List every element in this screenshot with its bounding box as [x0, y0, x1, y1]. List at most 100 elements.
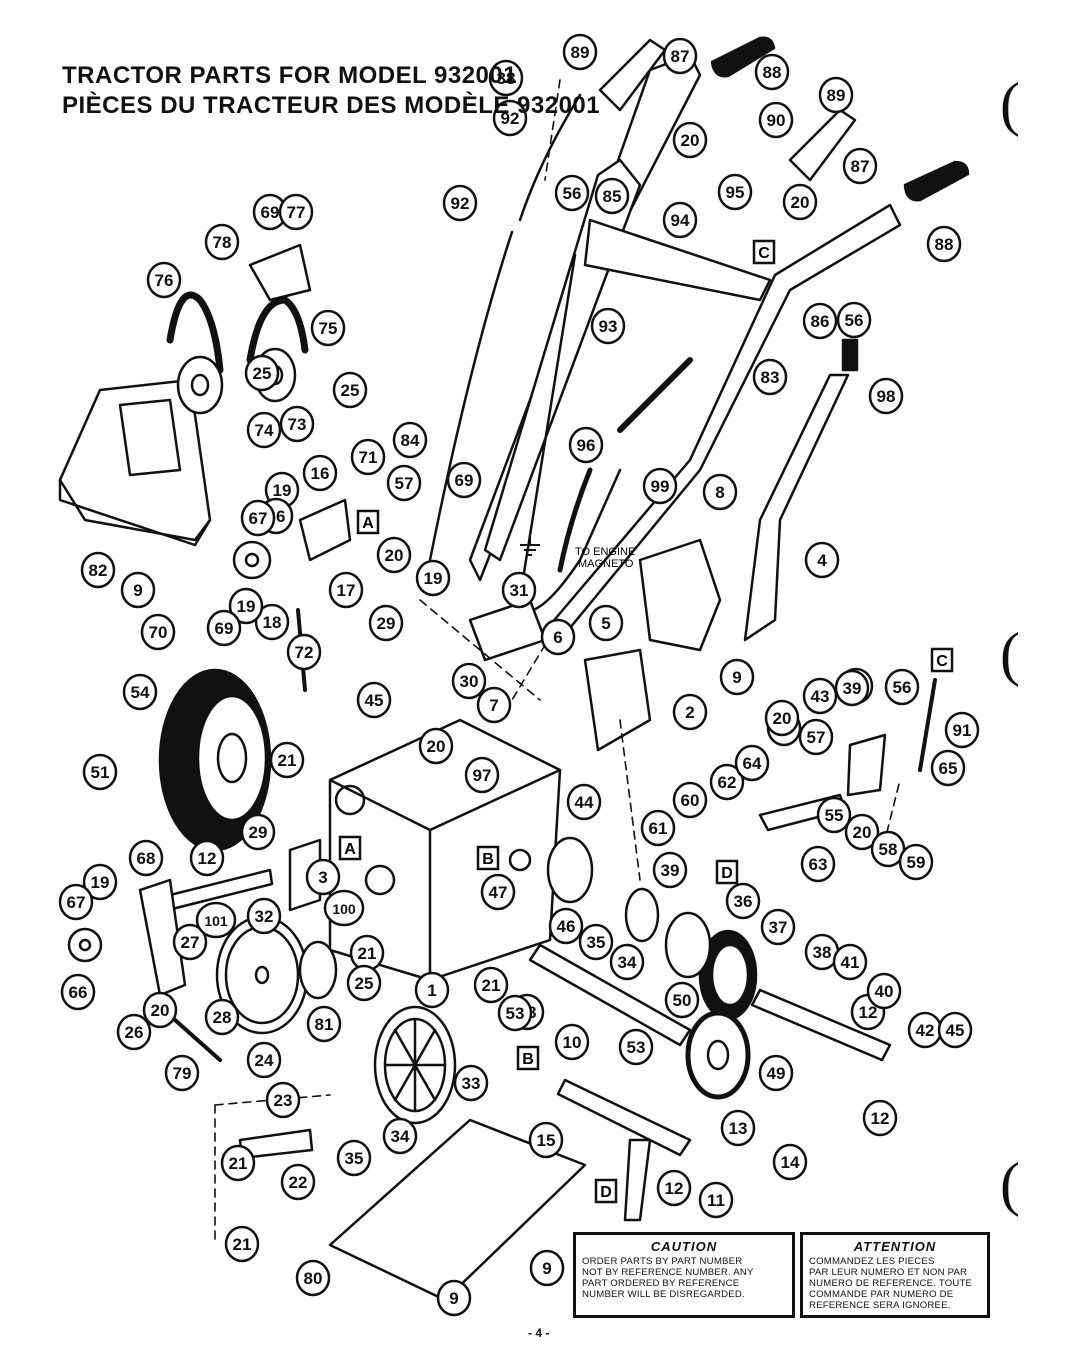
callout-label: 67 — [67, 893, 86, 912]
callout-label: 5 — [601, 614, 610, 633]
callout-label: 24 — [255, 1051, 274, 1070]
callout-circle — [80, 551, 116, 589]
callout-label: 101 — [204, 913, 228, 929]
callout-75: 75 — [310, 309, 346, 347]
callout-19: 19 — [415, 559, 451, 597]
callout-circle — [758, 101, 794, 139]
callout-label: 28 — [213, 1008, 232, 1027]
callout-circle — [82, 753, 118, 791]
callout-circle — [802, 302, 838, 340]
callout-11: 11 — [698, 1181, 734, 1219]
link-31 — [468, 598, 547, 662]
callout-28: 28 — [204, 998, 240, 1036]
bracket-55 — [846, 733, 887, 797]
callout-label: 10 — [563, 1033, 582, 1052]
section-letter-A: A — [338, 835, 362, 861]
callout-label: 35 — [587, 933, 606, 952]
section-letter-D: D — [715, 859, 739, 885]
section-letter-B: B — [476, 845, 500, 871]
callout-69: 69 — [206, 609, 242, 647]
callout-31: 31 — [501, 571, 537, 609]
cables — [428, 93, 693, 613]
callout-label: 27 — [181, 933, 200, 952]
callout-label: 47 — [489, 883, 508, 902]
callout-label: 44 — [575, 793, 594, 812]
callout-35: 35 — [336, 1139, 372, 1177]
callout-circle — [382, 1117, 418, 1155]
callout-97: 97 — [464, 756, 500, 794]
callout-label: 65 — [939, 759, 958, 778]
note-magneto: MAGNETO — [578, 558, 634, 570]
callout-64: 64 — [734, 744, 770, 782]
attention-heading: ATTENTION — [853, 1239, 937, 1254]
callout-label: 32 — [255, 907, 274, 926]
callout-label: 57 — [395, 474, 414, 493]
callout-circle — [590, 307, 626, 345]
callout-73: 73 — [279, 405, 315, 443]
callout-circle — [240, 813, 276, 851]
callout-circle — [306, 1005, 342, 1043]
callout-circle — [376, 536, 412, 574]
callout-circle — [224, 1225, 260, 1263]
callout-label: 76 — [155, 271, 174, 290]
callout-label: 12 — [859, 1003, 878, 1022]
callout-circle — [254, 603, 290, 641]
callout-19: 19 — [228, 587, 264, 625]
callout-68: 68 — [128, 839, 164, 877]
callout-60: 60 — [672, 781, 708, 819]
callout-circle — [58, 883, 94, 921]
callout-25: 25 — [346, 964, 382, 1002]
callout-circle — [866, 972, 902, 1010]
callout-circle — [446, 461, 482, 499]
callout-26: 26 — [116, 1013, 152, 1051]
callout-45: 45 — [356, 681, 392, 719]
callout-78: 78 — [204, 223, 240, 261]
callout-label: 62 — [718, 773, 737, 792]
callout-circle — [640, 809, 676, 847]
callout-circle — [772, 1143, 808, 1181]
callout-circle — [656, 1169, 692, 1207]
section-letter-box — [516, 1045, 540, 1071]
callout-label: 6 — [553, 628, 562, 647]
callout-label: 17 — [337, 581, 356, 600]
callout-circle — [480, 873, 516, 911]
hub-44 — [546, 836, 594, 904]
callout-circle — [295, 1259, 331, 1297]
belt-75 — [246, 296, 309, 364]
callout-circle — [116, 1013, 152, 1051]
callout-27: 27 — [172, 923, 208, 961]
callout-label: 87 — [671, 47, 690, 66]
callout-29: 29 — [240, 813, 276, 851]
callout-14: 14 — [772, 1143, 808, 1181]
callout-label: 99 — [651, 477, 670, 496]
callout-circle — [944, 711, 980, 749]
callout-9: 9 — [120, 571, 156, 609]
callout-label: 21 — [278, 751, 297, 770]
callout-53: 53 — [618, 1028, 654, 1066]
callout-label: 25 — [253, 364, 272, 383]
callout-label: 20 — [853, 823, 872, 842]
ground-symbol — [520, 535, 540, 556]
section-letter-label: D — [600, 1184, 612, 1201]
callout-label: 29 — [377, 614, 396, 633]
section-letter-box — [476, 845, 500, 871]
callout-circle — [698, 1181, 734, 1219]
callout-label: 83 — [761, 368, 780, 387]
callout-79: 79 — [164, 1054, 200, 1092]
callout-circle — [453, 1064, 489, 1102]
callout-77: 77 — [278, 193, 314, 231]
section-letter-D: D — [594, 1178, 618, 1204]
callout-label: 25 — [355, 974, 374, 993]
callout-20: 20 — [376, 536, 412, 574]
callout-circle — [195, 901, 237, 939]
callout-12: 12 — [189, 839, 225, 877]
callout-label: 33 — [462, 1074, 481, 1093]
callout-56: 56 — [836, 301, 872, 339]
callout-label: 20 — [681, 131, 700, 150]
callout-label: 59 — [907, 853, 926, 872]
shift-knob — [841, 338, 859, 372]
callout-label: 37 — [769, 918, 788, 937]
callout-label: 41 — [841, 953, 860, 972]
reference-callouts: 1234567899991011121212121314151617181919… — [58, 33, 980, 1317]
grip-right — [903, 160, 970, 202]
